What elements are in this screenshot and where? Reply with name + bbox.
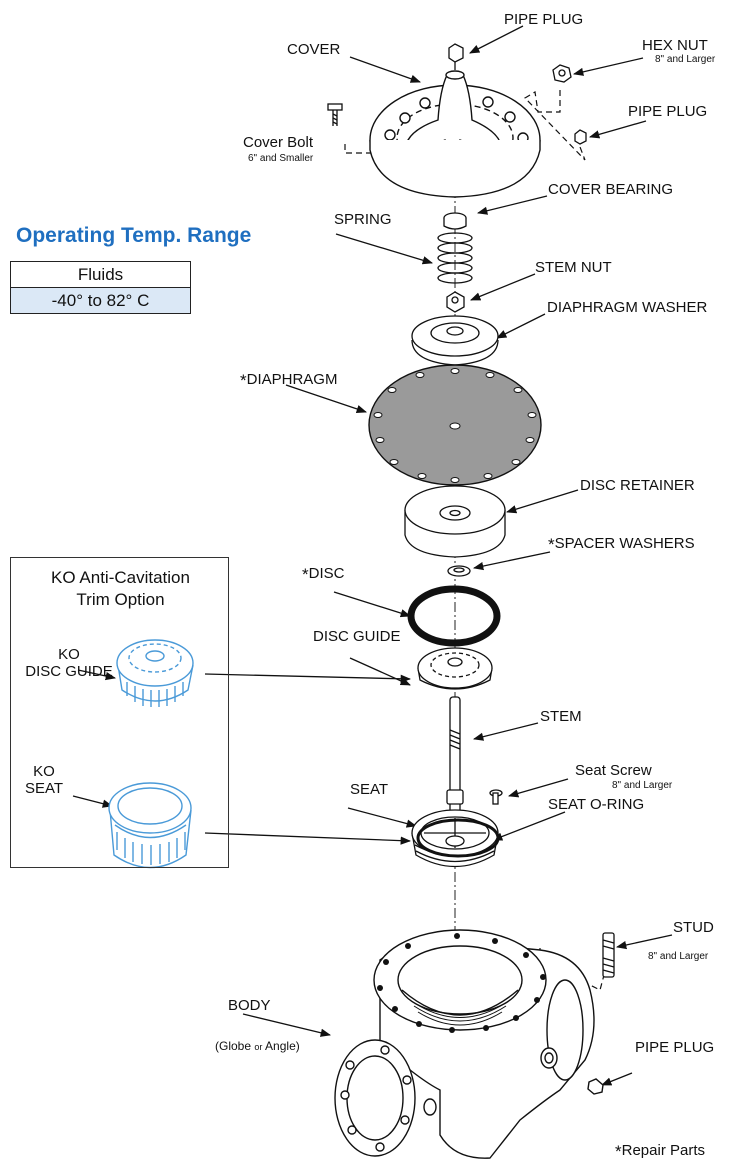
- label-disc: *DISC: [302, 565, 345, 584]
- label-disc-guide: DISC GUIDE: [313, 628, 401, 645]
- label-disc-retainer: DISC RETAINER: [580, 477, 695, 494]
- label-repair-parts: *Repair Parts: [615, 1142, 705, 1161]
- disc-retainer-part: [404, 485, 506, 558]
- repair-asterisk: *: [615, 1142, 622, 1161]
- pipe-plug-right-part: [574, 129, 587, 145]
- label-seat-oring: SEAT O-RING: [548, 796, 645, 813]
- body-part: [334, 929, 604, 1159]
- stem-part: [446, 696, 464, 838]
- label-diaphragm-washer: DIAPHRAGM WASHER: [547, 299, 708, 316]
- label-spacer-washers: *SPACER WASHERS: [548, 535, 695, 554]
- label-seat: SEAT: [350, 781, 389, 798]
- label-stem-nut: STEM NUT: [535, 259, 612, 276]
- label-pipe-plug-right: PIPE PLUG: [628, 103, 708, 120]
- repair-asterisk: *: [548, 535, 555, 554]
- label-stud: STUD: [673, 919, 714, 936]
- label-body-note: (Globe or Angle): [215, 1039, 300, 1053]
- disc-guide-part: [417, 647, 493, 690]
- operating-temp-table: Fluids -40° to 82° C: [10, 261, 191, 314]
- label-hex-nut: HEX NUT: [642, 37, 708, 54]
- label-cover-bearing: COVER BEARING: [548, 181, 674, 198]
- pipe-plug-top-part: [448, 43, 464, 70]
- operating-temp-title: Operating Temp. Range: [16, 224, 252, 247]
- ko-title-line1: KO Anti-Cavitation: [51, 568, 190, 587]
- seat-screw-part: [489, 789, 503, 805]
- seat-oring-ring: [416, 818, 500, 858]
- cover-part: [369, 70, 541, 198]
- spacer-washers-part: [447, 565, 471, 577]
- label-pipe-plug-bottom: PIPE PLUG: [635, 1039, 715, 1056]
- repair-asterisk: *: [240, 371, 247, 390]
- label-seat-screw: Seat Screw: [575, 762, 652, 779]
- temp-table-header: Fluids: [10, 261, 191, 288]
- disc-part: [407, 585, 501, 647]
- cover-bearing-part: [443, 212, 467, 230]
- repair-asterisk: *: [302, 565, 309, 584]
- ko-disc-guide-part: [116, 639, 194, 707]
- label-stem: STEM: [540, 708, 582, 725]
- label-body: BODY: [228, 997, 271, 1014]
- spring-part: [437, 232, 473, 284]
- label-pipe-plug-top: PIPE PLUG: [504, 11, 584, 28]
- label-stud-note: 8" and Larger: [648, 951, 709, 962]
- leader-arrows: [72, 25, 673, 1086]
- label-diaphragm: *DIAPHRAGM: [240, 371, 338, 390]
- cover-bolt-part: [327, 103, 343, 126]
- label-hex-nut-note: 8" and Larger: [655, 54, 716, 65]
- diaphragm-washer-part: [411, 315, 499, 366]
- seat-part: [411, 809, 499, 868]
- label-cover-bolt: Cover Bolt: [243, 134, 314, 151]
- label-seat-screw-note: 8" and Larger: [612, 780, 673, 791]
- ko-title-line2: Trim Option: [76, 590, 165, 609]
- ko-disc-guide-label: KO DISC GUIDE: [25, 646, 113, 681]
- label-cover-bolt-note: 6" and Smaller: [248, 153, 314, 164]
- ko-option-box: KO Anti-Cavitation Trim Option KO DISC G…: [10, 557, 229, 868]
- label-spring: SPRING: [334, 211, 392, 228]
- label-cover: COVER: [287, 41, 341, 58]
- ko-seat-part: [108, 782, 192, 869]
- diaphragm-part: [368, 364, 542, 486]
- hex-nut-part: [552, 64, 572, 83]
- ko-seat-label: KO SEAT: [24, 763, 64, 798]
- stud-part: [602, 932, 615, 978]
- stem-nut-part: [446, 291, 465, 313]
- temp-table-value: -40° to 82° C: [10, 287, 191, 314]
